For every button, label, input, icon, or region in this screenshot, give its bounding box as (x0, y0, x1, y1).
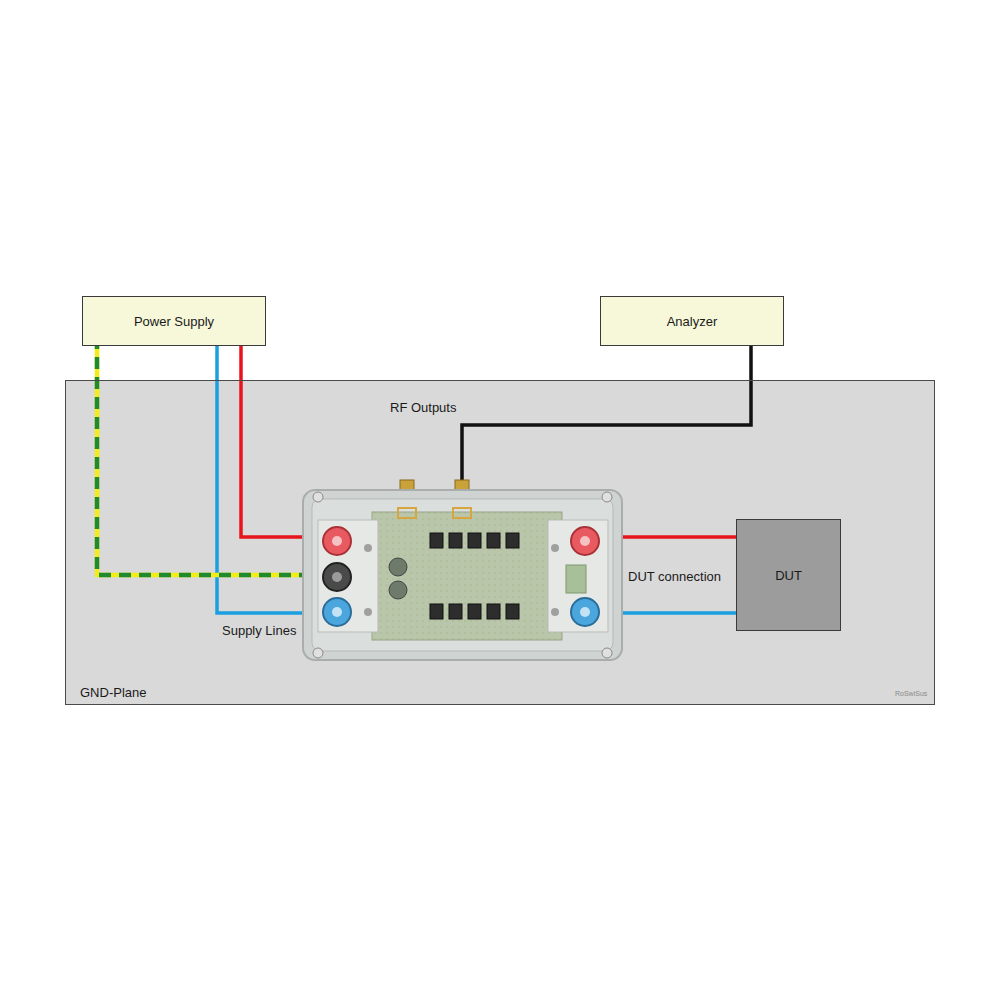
chip-block (506, 604, 519, 619)
wire-label: DUT connection (628, 569, 721, 584)
wire-label: Supply Lines (222, 623, 296, 638)
box-label: DUT (775, 568, 802, 583)
chip-block (449, 604, 462, 619)
dut-wire-negative (620, 611, 736, 615)
chip-block (468, 533, 481, 548)
earth-wire-yellow (97, 337, 304, 575)
plane-label: GND-Plane (80, 685, 146, 700)
chip-block (430, 604, 443, 619)
equipment-box: Power Supply (82, 296, 266, 346)
chip-block (487, 533, 500, 548)
dut-wire-positive (620, 535, 736, 539)
inductor-row (430, 533, 519, 619)
port-label: RF Outputs (390, 400, 456, 415)
chip-block (487, 604, 500, 619)
chip-block (468, 604, 481, 619)
lisn-enclosure (303, 480, 622, 660)
equipment-box: Analyzer (600, 296, 784, 346)
supply-wire-positive (241, 337, 304, 537)
earth-wire-green (97, 337, 304, 575)
dut-box: DUT (736, 519, 841, 631)
ground-plane-fill (65, 380, 935, 705)
supply-wire-negative (217, 337, 304, 613)
box-label: Power Supply (134, 314, 214, 329)
chip-block (506, 533, 519, 548)
chip-block (430, 533, 443, 548)
ground-plane: GND-Plane DUT (65, 380, 935, 705)
box-label: Analyzer (667, 314, 718, 329)
chip-block (449, 533, 462, 548)
watermark: RoSwiSus (895, 690, 927, 697)
rf-cable (462, 345, 751, 482)
